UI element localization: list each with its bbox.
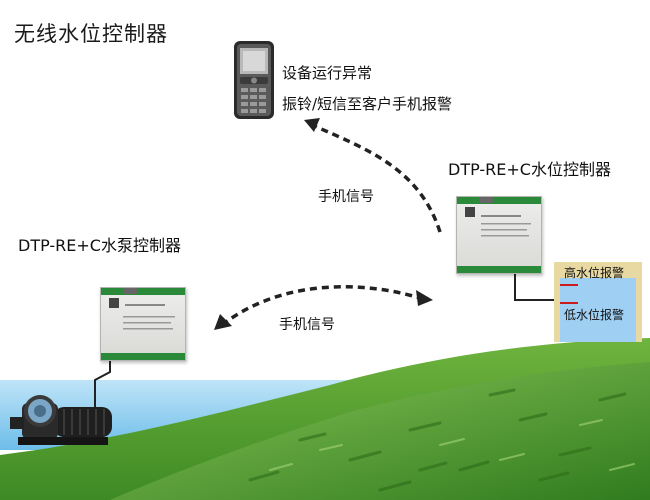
water-pump-icon <box>10 395 112 445</box>
level-controller-device <box>456 196 542 274</box>
arrowhead-left <box>214 314 232 330</box>
pump-controller-device <box>100 287 186 361</box>
high-level-alarm-label: 高水位报警 <box>564 266 625 280</box>
arrowhead-upper <box>304 118 320 132</box>
arrowhead-right <box>416 290 433 306</box>
mobile-phone-icon <box>234 41 274 119</box>
water-tank: 高水位报警 低水位报警 <box>554 262 642 342</box>
low-level-alarm-label: 低水位报警 <box>564 308 625 322</box>
near-hill <box>110 362 650 500</box>
high-level-sensor-line <box>560 284 578 286</box>
signal-label-lower: 手机信号 <box>279 317 335 333</box>
tank-water <box>560 278 636 342</box>
level-controller-body <box>457 197 541 273</box>
level-cable <box>514 272 555 301</box>
grass-texture <box>248 388 627 492</box>
low-level-sensor-line <box>560 302 578 304</box>
signal-arrow-lower <box>220 285 421 327</box>
pump-cable <box>94 352 111 408</box>
level-controller-label: DTP-RE+C水位控制器 <box>448 160 611 179</box>
pump-controller-body <box>101 288 185 360</box>
phone-alert-line2: 振铃/短信至客户手机报警 <box>282 95 453 113</box>
signal-label-upper: 手机信号 <box>318 189 374 205</box>
pump-controller-label: DTP-RE+C水泵控制器 <box>18 236 181 255</box>
signal-arrow-upper <box>311 123 442 233</box>
page-title: 无线水位控制器 <box>14 22 168 46</box>
phone-alert-line1: 设备运行异常 <box>282 64 373 82</box>
